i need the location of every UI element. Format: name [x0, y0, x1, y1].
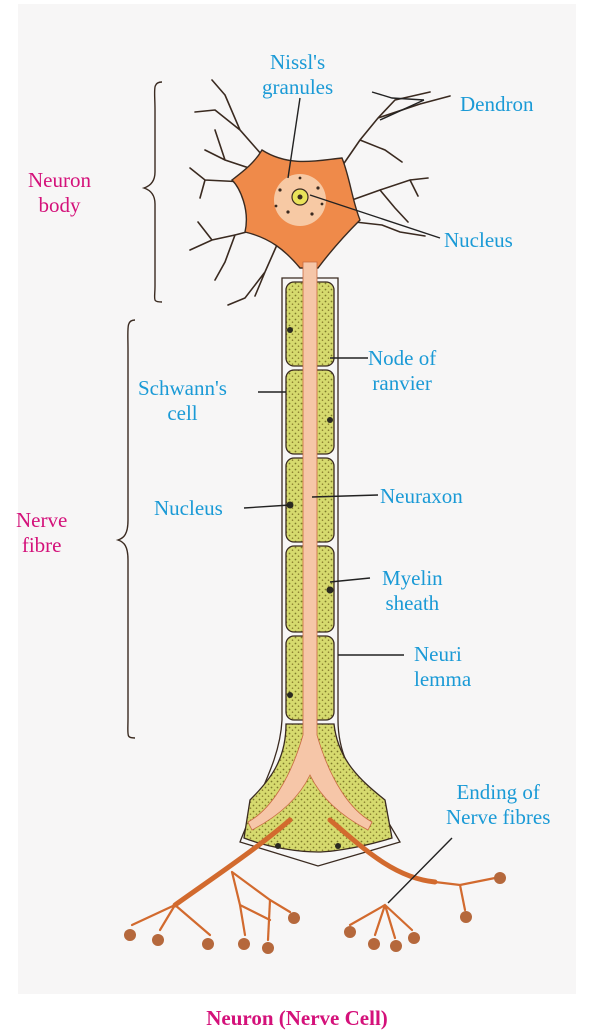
axon-core	[248, 262, 372, 830]
figure-caption: Neuron (Nerve Cell)	[0, 1006, 594, 1031]
label-nucleus-top: Nucleus	[444, 228, 513, 253]
label-nucleus-mid: Nucleus	[154, 496, 223, 521]
label-dendron: Dendron	[460, 92, 533, 117]
label-neuraxon: Neuraxon	[380, 484, 463, 509]
brace-nerve-fibre	[118, 320, 135, 738]
terminal-twigs	[132, 872, 495, 940]
brace-neuron-body	[144, 82, 162, 302]
